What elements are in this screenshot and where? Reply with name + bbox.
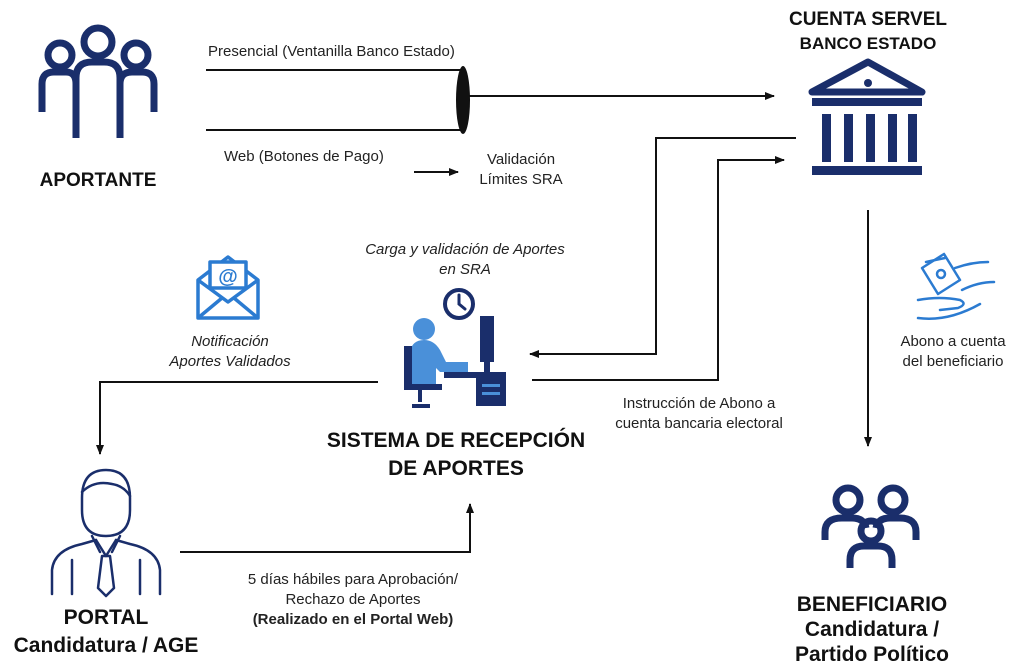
sistema-title: SISTEMA DE RECEPCIÓN DE APORTES	[326, 429, 586, 480]
validacion-label: Validación Límites SRA	[479, 151, 563, 188]
bank-building-icon	[808, 58, 926, 175]
email-envelope-icon: @	[196, 255, 260, 320]
hand-with-money-icon	[916, 252, 996, 320]
aportante-people-icon	[38, 24, 158, 138]
connectors	[96, 69, 872, 553]
channel-junction	[456, 66, 470, 134]
plazo-label: 5 días hábiles para Aprobación/ Rechazo …	[247, 571, 459, 628]
person-at-computer-icon	[404, 288, 506, 408]
notificacion-label: Notificación Aportes Validados	[169, 333, 291, 370]
businessman-icon	[50, 468, 162, 598]
servel-to-sistema-arrow	[529, 137, 796, 358]
portal-title: PORTAL Candidatura / AGE	[13, 606, 199, 657]
sistema-to-servel-arrow	[532, 156, 785, 381]
instruccion-label: Instrucción de Abono a cuenta bancaria e…	[615, 395, 783, 432]
beneficiario-title: BENEFICIARIO Candidatura / Partido Polít…	[794, 593, 949, 666]
servel-title: CUENTA SERVEL BANCO ESTADO	[788, 9, 947, 53]
carga-label: Carga y validación de Aportes en SRA	[365, 241, 565, 278]
presencial-label: Presencial (Ventanilla Banco Estado)	[208, 43, 455, 60]
abono-label: Abono a cuenta del beneficiario	[900, 333, 1006, 370]
portal-to-sistema-arrow	[180, 503, 474, 553]
svg-text:@: @	[218, 266, 238, 288]
sistema-to-portal-arrow	[96, 381, 378, 455]
beneficiario-people-icon	[821, 484, 920, 568]
aportante-title: APORTANTE	[39, 170, 157, 191]
web-label: Web (Botones de Pago)	[224, 148, 384, 165]
